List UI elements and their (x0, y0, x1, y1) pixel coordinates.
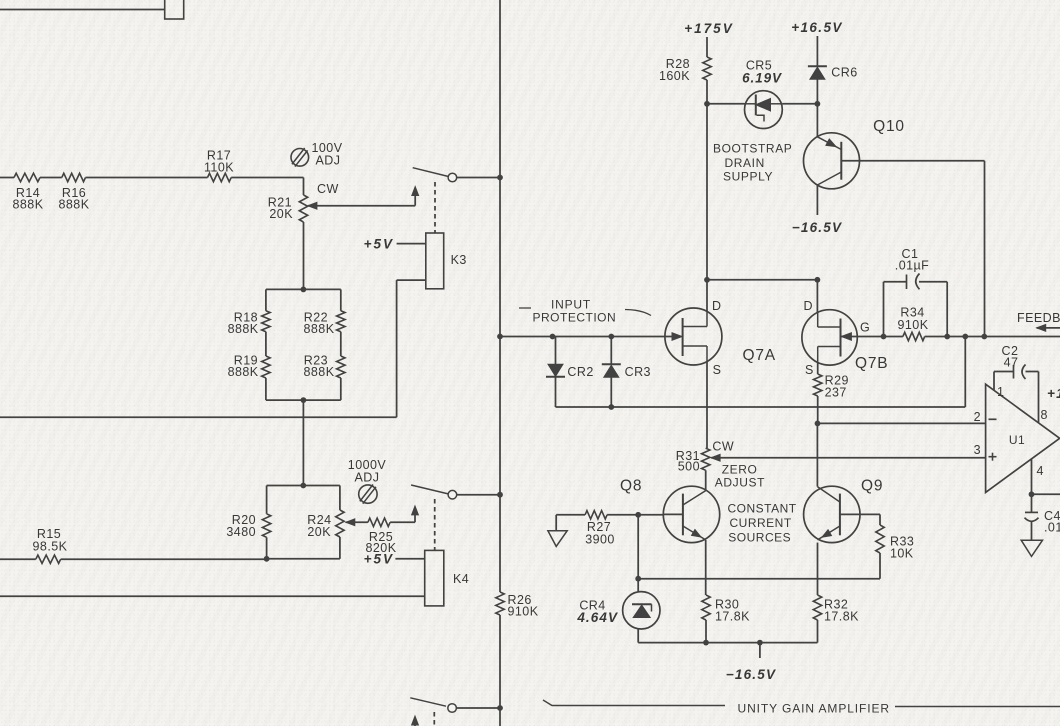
svg-text:R17: R17 (207, 149, 231, 163)
svg-text:888K: 888K (304, 365, 335, 379)
svg-text:ADJ: ADJ (316, 154, 341, 168)
svg-text:D: D (804, 299, 813, 313)
svg-text:K3: K3 (451, 253, 467, 267)
svg-text:R23: R23 (304, 354, 328, 368)
svg-text:BOOTSTRAP: BOOTSTRAP (713, 142, 792, 156)
svg-text:20K: 20K (307, 525, 331, 539)
svg-text:SOURCES: SOURCES (728, 531, 791, 545)
svg-text:UNITY GAIN AMPLIFIER: UNITY GAIN AMPLIFIER (738, 702, 890, 716)
svg-text:C4: C4 (1044, 509, 1060, 523)
svg-text:C1: C1 (902, 247, 919, 261)
svg-text:R14: R14 (16, 186, 40, 200)
svg-text:+16.5V: +16.5V (1047, 386, 1060, 401)
svg-text:17.8K: 17.8K (824, 610, 859, 624)
svg-text:R20: R20 (232, 513, 256, 527)
svg-text:R30: R30 (715, 598, 739, 612)
svg-text:Q7B: Q7B (855, 355, 888, 372)
svg-text:R26: R26 (508, 593, 532, 607)
svg-text:R34: R34 (900, 306, 924, 320)
svg-text:10K: 10K (890, 547, 914, 561)
svg-text:20K: 20K (269, 207, 293, 221)
svg-text:CR2: CR2 (567, 365, 593, 379)
svg-text:3: 3 (974, 443, 981, 457)
svg-text:910K: 910K (508, 605, 539, 619)
svg-text:R18: R18 (234, 311, 258, 325)
svg-text:910K: 910K (898, 318, 929, 332)
svg-text:−16.5V: −16.5V (792, 220, 842, 235)
svg-text:.01µF: .01µF (895, 259, 929, 273)
svg-text:888K: 888K (228, 365, 259, 379)
svg-text:R21: R21 (268, 196, 292, 210)
svg-text:C2: C2 (1002, 344, 1019, 358)
svg-text:888K: 888K (13, 198, 44, 212)
svg-text:U1: U1 (1009, 433, 1025, 447)
svg-text:4.64V: 4.64V (576, 610, 618, 625)
svg-text:3480: 3480 (226, 525, 256, 539)
svg-text:2: 2 (974, 410, 981, 424)
svg-text:R24: R24 (307, 513, 331, 527)
svg-text:110K: 110K (204, 161, 234, 175)
svg-text:+16.5V: +16.5V (791, 20, 843, 35)
svg-text:888K: 888K (304, 322, 335, 336)
svg-text:+5V: +5V (364, 237, 394, 252)
svg-text:1: 1 (997, 385, 1004, 399)
svg-text:FEEDBACK: FEEDBACK (1017, 311, 1060, 325)
svg-text:CW: CW (712, 440, 734, 454)
svg-text:S: S (713, 363, 722, 377)
svg-text:CR6: CR6 (831, 66, 857, 80)
svg-text:+175V: +175V (684, 21, 733, 36)
svg-text:CONSTANT: CONSTANT (728, 502, 797, 516)
svg-text:17.8K: 17.8K (715, 610, 750, 624)
svg-text:R16: R16 (62, 186, 86, 200)
svg-text:CR4: CR4 (579, 598, 605, 612)
svg-text:K4: K4 (453, 572, 469, 586)
svg-text:4: 4 (1037, 464, 1044, 478)
svg-text:Q9: Q9 (861, 478, 883, 495)
svg-text:Q10: Q10 (873, 118, 905, 135)
svg-text:500: 500 (678, 460, 700, 474)
svg-text:R15: R15 (37, 527, 61, 541)
svg-text:R19: R19 (234, 354, 258, 368)
svg-text:820K: 820K (366, 541, 397, 555)
svg-text:100V: 100V (312, 141, 343, 155)
svg-text:CW: CW (317, 182, 339, 196)
svg-text:PROTECTION: PROTECTION (533, 311, 617, 325)
svg-text:237: 237 (825, 386, 847, 400)
svg-text:3900: 3900 (585, 533, 615, 547)
svg-text:R27: R27 (587, 520, 611, 534)
svg-text:DRAIN: DRAIN (725, 156, 765, 170)
svg-text:R25: R25 (369, 530, 393, 544)
svg-text:−16.5V: −16.5V (726, 667, 776, 682)
svg-text:.01: .01 (1044, 521, 1060, 535)
svg-text:R32: R32 (824, 598, 848, 612)
svg-text:S: S (805, 363, 814, 377)
svg-text:G: G (860, 321, 870, 335)
svg-text:D: D (712, 299, 721, 313)
svg-text:Q8: Q8 (620, 478, 642, 495)
svg-text:160K: 160K (659, 69, 690, 83)
svg-text:ADJ: ADJ (355, 471, 380, 485)
svg-text:ZERO: ZERO (722, 463, 758, 477)
svg-text:R28: R28 (666, 57, 690, 71)
svg-text:98.5K: 98.5K (33, 540, 68, 554)
svg-text:888K: 888K (59, 198, 90, 212)
svg-text:CR5: CR5 (746, 59, 772, 73)
svg-text:R31: R31 (676, 449, 700, 463)
svg-text:R22: R22 (304, 311, 328, 325)
svg-text:SUPPLY: SUPPLY (723, 170, 773, 184)
svg-text:CR3: CR3 (625, 365, 651, 379)
svg-text:+5V: +5V (364, 552, 394, 567)
svg-text:47: 47 (1004, 356, 1019, 370)
svg-text:R33: R33 (890, 535, 914, 549)
svg-text:1000V: 1000V (348, 458, 387, 472)
svg-text:8: 8 (1041, 408, 1048, 422)
svg-text:ADJUST: ADJUST (715, 476, 765, 490)
svg-text:R29: R29 (825, 374, 849, 388)
svg-text:CURRENT: CURRENT (730, 516, 792, 530)
svg-text:6.19V: 6.19V (742, 71, 782, 86)
svg-text:888K: 888K (228, 322, 259, 336)
svg-text:Q7A: Q7A (743, 347, 776, 364)
svg-text:INPUT: INPUT (551, 298, 591, 312)
